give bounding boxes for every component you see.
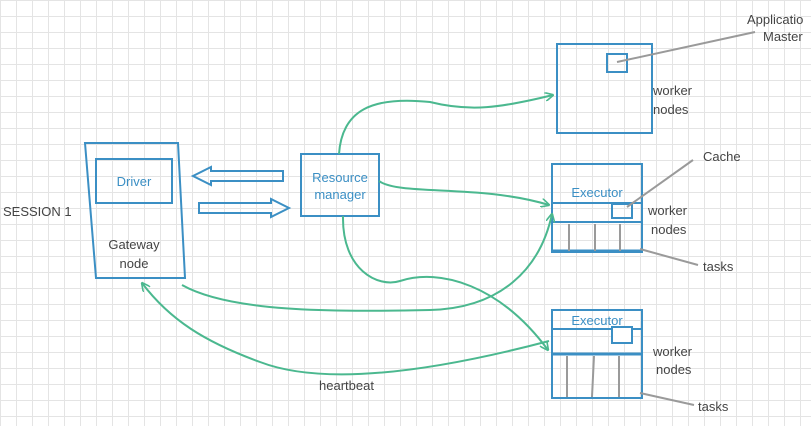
tasks-label-2: tasks (698, 399, 729, 414)
rm-to-app-master-flow (338, 95, 553, 155)
app-master-label-line1: Applicatio (747, 12, 803, 27)
worker-label-2-line2: nodes (651, 222, 687, 237)
tasks-label-1: tasks (703, 259, 734, 274)
worker-node-app-master[interactable] (556, 43, 653, 134)
worker-node-executor-2[interactable]: Executor (551, 309, 643, 399)
gateway-node-label: node (120, 256, 149, 271)
app-master-box (606, 53, 628, 73)
app-master-label-line2: Master (763, 29, 803, 44)
executor-2-cache-box (611, 326, 633, 344)
executor-label-1: Executor (571, 185, 623, 200)
driver-box[interactable] (95, 158, 173, 204)
tasks-pointer-1 (639, 248, 699, 266)
cache-pointer (626, 159, 694, 208)
resource-manager[interactable]: Resource manager (300, 153, 380, 217)
driver-to-rm-arrow (198, 197, 292, 219)
session-label: SESSION 1 (3, 204, 72, 219)
resource-manager-label-line2: manager (314, 187, 366, 202)
gateway-to-executor-1-flow (181, 214, 552, 312)
worker-label-3-line1: worker (652, 344, 693, 359)
worker-label-3-line2: nodes (656, 362, 692, 377)
heartbeat-label: heartbeat (319, 378, 374, 393)
executor-label-2: Executor (571, 313, 623, 328)
app-master-pointer (616, 31, 756, 63)
gateway-label: Gateway (108, 237, 160, 252)
resource-manager-label-line1: Resource (312, 170, 368, 185)
heartbeat-flow (142, 283, 550, 376)
worker-label-1-line1: worker (652, 83, 693, 98)
rm-to-executor-1-flow (378, 180, 549, 205)
worker-label-1-line2: nodes (653, 102, 689, 117)
driver-label: Driver (117, 174, 152, 189)
gateway-node[interactable]: Driver Gateway node (83, 142, 187, 279)
worker-node-executor-1[interactable]: Executor (551, 163, 643, 253)
tasks-pointer-2 (639, 392, 695, 406)
cache-label: Cache (703, 149, 741, 164)
cache-box (611, 203, 633, 219)
rm-to-driver-arrow (190, 165, 284, 187)
worker-label-2-line1: worker (647, 203, 688, 218)
rm-to-executor-2-flow (341, 215, 548, 350)
